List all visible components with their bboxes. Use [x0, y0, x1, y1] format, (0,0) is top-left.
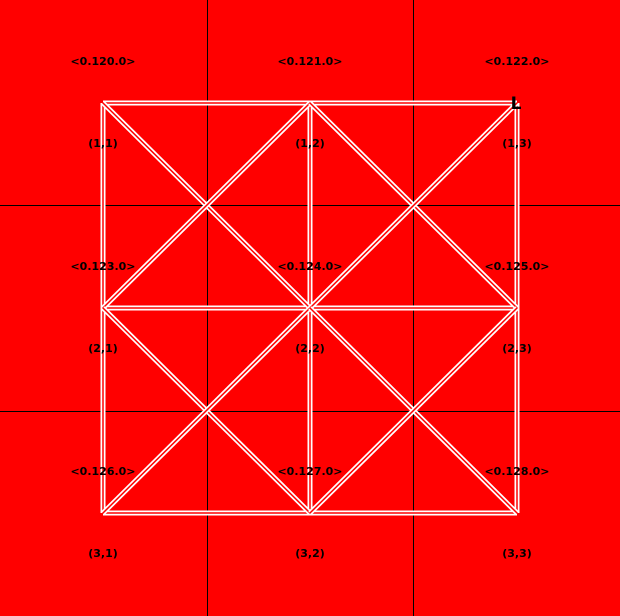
lattice-edge-inner — [102, 307, 311, 514]
cell-id-label: <0.124.0> — [277, 260, 342, 273]
cell-labels: <0.120.0> (1,1) <0.121.0> (1,2) <0.122.0> (1,… — [70, 55, 549, 560]
lattice-edge-inner — [309, 307, 518, 514]
cell-id-label: <0.125.0> — [484, 260, 549, 273]
cell-coord-label: (1,3) — [502, 137, 532, 150]
cell-coord-label: (3,2) — [295, 547, 325, 560]
cell-id-label: <0.123.0> — [70, 260, 135, 273]
cell-coord-label: (3,3) — [502, 547, 532, 560]
lattice-edge-inner — [102, 102, 311, 309]
cell-coord-label: (3,1) — [88, 547, 118, 560]
cell-id-label: <0.127.0> — [277, 465, 342, 478]
corner-marker: L — [511, 94, 522, 114]
cell-coord-label: (2,1) — [88, 342, 118, 355]
cell-id-label: <0.128.0> — [484, 465, 549, 478]
cell-id-label: <0.126.0> — [70, 465, 135, 478]
cell-coord-label: (2,2) — [295, 342, 325, 355]
lattice-edge-inner — [309, 102, 518, 309]
overlay-lattice — [100, 100, 520, 516]
cell-coord-label: (2,3) — [502, 342, 532, 355]
cell-coord-label: (1,2) — [295, 137, 325, 150]
cell-coord-label: (1,1) — [88, 137, 118, 150]
cell-id-label: <0.122.0> — [484, 55, 549, 68]
cell-id-label: <0.120.0> — [70, 55, 135, 68]
cell-id-label: <0.121.0> — [277, 55, 342, 68]
